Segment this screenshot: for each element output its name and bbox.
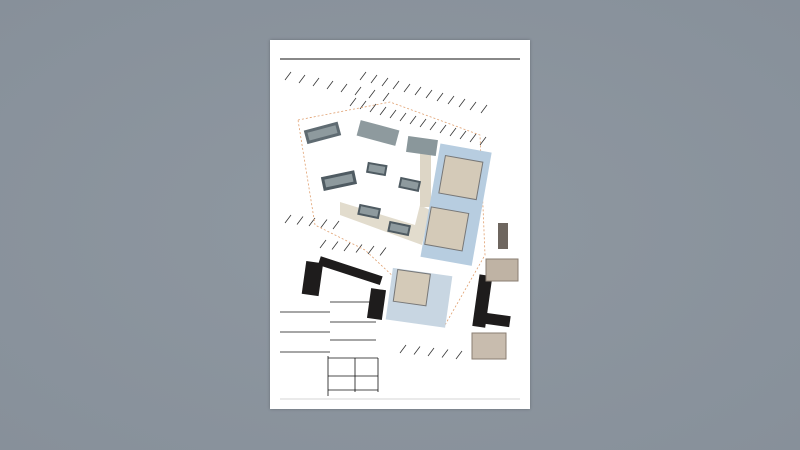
- building-a: [303, 121, 342, 145]
- parking-stripe: [479, 136, 487, 146]
- parking-stripe: [355, 244, 363, 253]
- brown-building-1: [498, 223, 508, 249]
- parking-stripe: [427, 347, 435, 357]
- parking-stripe: [409, 115, 417, 125]
- parking-stripe: [332, 220, 340, 230]
- building-h: [387, 220, 412, 237]
- parking-stripe: [469, 133, 477, 143]
- parking-stripe: [429, 121, 437, 131]
- parking-stripe: [469, 101, 477, 111]
- building-f: [398, 176, 422, 192]
- parking-stripe: [458, 98, 466, 108]
- parking-stripe: [319, 239, 327, 249]
- parking-stripe: [284, 214, 292, 224]
- site-plan-drawing: [280, 58, 520, 400]
- black-block-1: [301, 261, 324, 297]
- black-block-2: [318, 256, 383, 285]
- parking-stripe: [399, 344, 407, 354]
- parking-stripe: [369, 103, 377, 113]
- parking-stripe: [436, 92, 444, 102]
- parking-stripe: [331, 241, 339, 250]
- parking-stripe: [359, 71, 367, 81]
- parking-stripe: [480, 104, 488, 114]
- black-block-5: [477, 311, 511, 328]
- parking-stripe: [312, 77, 320, 87]
- parking-stripe: [298, 74, 306, 84]
- parking-stripe: [425, 89, 433, 99]
- site-boundary: [297, 101, 486, 326]
- building-b: [356, 120, 400, 146]
- parking-stripe: [392, 80, 400, 90]
- parking-stripe: [368, 89, 376, 99]
- site-plan-sheet: [270, 40, 530, 409]
- parking-stripe: [439, 124, 447, 134]
- parking-stripe: [419, 118, 427, 128]
- parking-stripe: [370, 74, 378, 84]
- parking-stripe: [326, 80, 334, 90]
- black-block-4: [472, 274, 493, 328]
- parking-stripe: [349, 97, 357, 107]
- parking-stripe: [455, 350, 463, 360]
- parking-stripe: [379, 247, 387, 256]
- beige-walkway: [420, 152, 431, 207]
- parking-stripe: [441, 349, 449, 358]
- building-d: [365, 161, 388, 177]
- parking-stripe: [381, 77, 389, 87]
- parking-stripe: [320, 219, 328, 228]
- black-block-3: [366, 288, 387, 320]
- parking-stripe: [343, 242, 351, 252]
- parking-stripe: [389, 109, 397, 119]
- parking-stripe: [367, 245, 375, 255]
- parking-stripe: [449, 127, 457, 137]
- parking-stripe: [459, 130, 467, 140]
- parking-stripe: [340, 83, 348, 93]
- building-g: [357, 203, 382, 220]
- parking-stripe: [413, 346, 421, 355]
- parking-stripe: [379, 106, 387, 116]
- parking-stripe: [403, 83, 411, 93]
- parking-stripe: [447, 95, 455, 105]
- brown-building-2: [485, 258, 519, 282]
- building-e: [320, 170, 358, 191]
- plaza-path: [340, 202, 430, 245]
- brown-building-3: [471, 332, 507, 360]
- parking-stripe: [399, 112, 407, 122]
- parking-stripe: [354, 86, 362, 96]
- sports-hall-complex: [420, 143, 492, 266]
- plaza-building: [385, 267, 453, 328]
- parking-stripe: [284, 71, 292, 81]
- parking-stripe: [414, 86, 422, 96]
- parking-stripe: [382, 92, 390, 102]
- parking-stripe: [296, 216, 304, 225]
- building-c: [406, 135, 438, 157]
- legend-tables: [280, 301, 379, 396]
